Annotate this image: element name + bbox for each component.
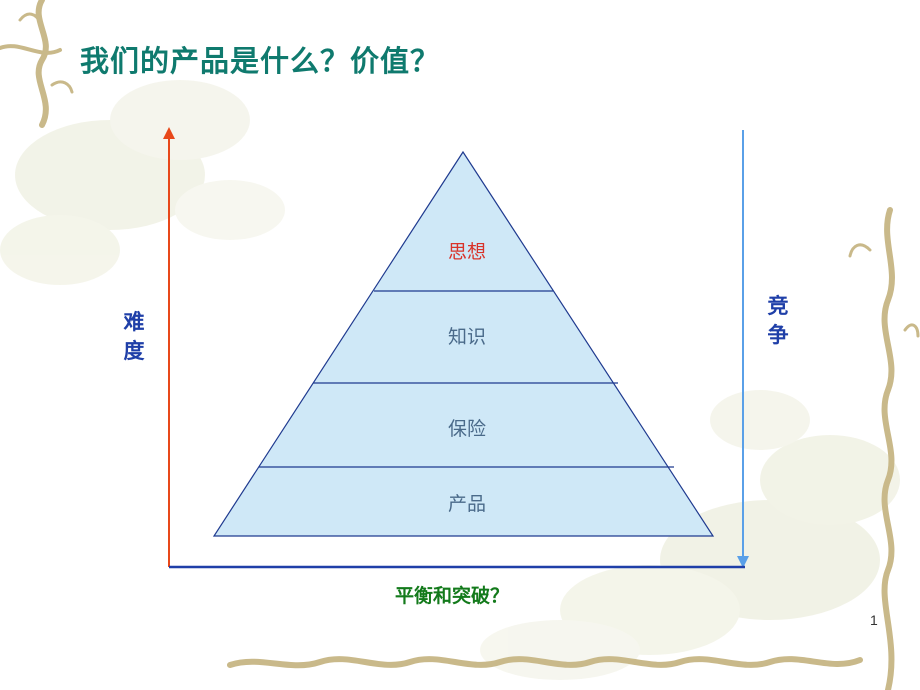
pyramid-layer-label: 知识 (448, 326, 486, 348)
balance-breakthrough-label: 平衡和突破？ (395, 585, 510, 607)
pyramid-layer-label: 产品 (448, 493, 486, 515)
difficulty-label: 难度 (123, 310, 145, 363)
page-number: 1 (870, 612, 878, 628)
flower-watermark-icon (0, 80, 900, 680)
pyramid-shape (212, 150, 715, 537)
pyramid-layer-label: 思想 (448, 241, 486, 263)
competition-label: 竞争 (767, 294, 789, 347)
pyramid-layer-label: 保险 (448, 418, 486, 440)
slide-title: 我们的产品是什么？价值？ (80, 44, 441, 78)
